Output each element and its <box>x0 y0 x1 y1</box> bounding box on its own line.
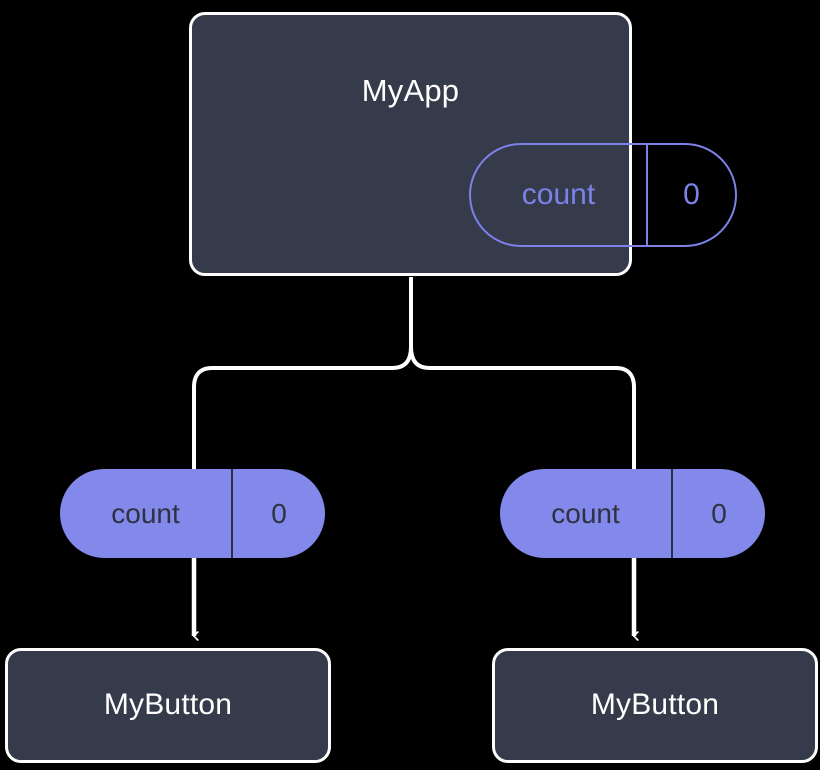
connector-branch-right <box>409 345 636 471</box>
component-node-myapp[interactable]: MyApp count 0 <box>189 12 737 276</box>
component-node-mybutton-left[interactable]: MyButton <box>5 648 331 763</box>
state-value-child-right: 0 <box>711 497 727 529</box>
state-pill-child-left[interactable]: count 0 <box>60 469 325 558</box>
state-pill-root[interactable]: count 0 <box>469 143 737 247</box>
component-label-mybutton-left: MyButton <box>103 688 233 721</box>
component-label-myapp: MyApp <box>361 73 460 108</box>
state-key-child-left: count <box>60 469 233 558</box>
state-key-root: count <box>471 145 648 245</box>
component-node-mybutton-right[interactable]: MyButton <box>492 648 818 763</box>
component-label-mybutton-right: MyButton <box>590 688 720 721</box>
state-pill-child-right[interactable]: count 0 <box>500 469 765 558</box>
state-value-child-left: 0 <box>271 497 287 529</box>
connector-branch-left <box>192 345 413 471</box>
state-key-child-right: count <box>500 469 673 558</box>
state-value-root: 0 <box>683 178 700 211</box>
